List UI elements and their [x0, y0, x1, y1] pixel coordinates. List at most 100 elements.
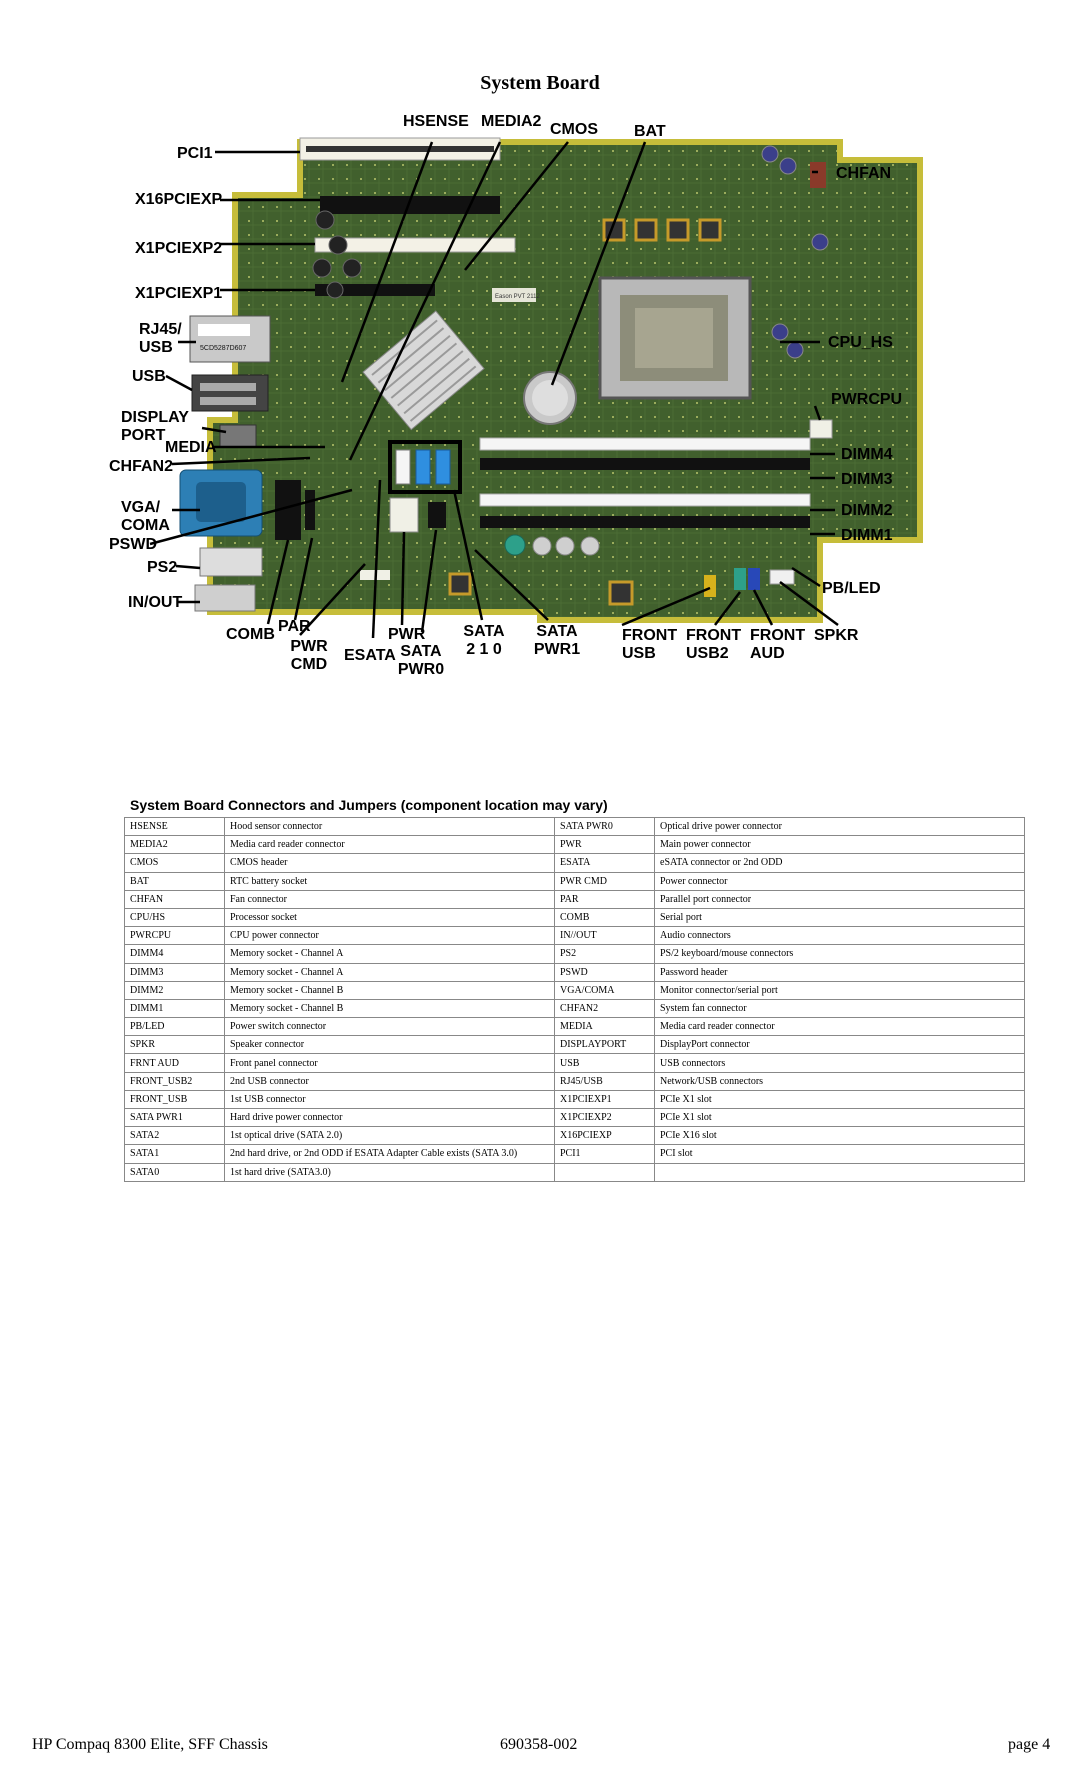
audio-connectors [194, 584, 256, 612]
label-cpu-hs: CPU_HS [828, 334, 893, 351]
connector-description: Power connector [654, 871, 1025, 891]
dimm-slots [479, 437, 811, 528]
ps2-connectors [199, 547, 263, 577]
connector-description: 1st hard drive (SATA3.0) [224, 1162, 555, 1182]
connector-code: X16PCIEXP [554, 1126, 655, 1146]
system-board-photo: 5CD5287D607 Eason P [149, 137, 923, 639]
label-comb: COMB [226, 626, 275, 643]
connector-code: PWR [554, 835, 655, 855]
connector-description: Processor socket [224, 907, 555, 928]
connector-description: Speaker connector [224, 1035, 555, 1055]
connector-code: PWRCPU [124, 926, 225, 946]
x16pciexp-slot [320, 196, 500, 214]
page-title: System Board [480, 72, 600, 94]
connector-code: X1PCIEXP2 [554, 1107, 655, 1128]
table-heading: System Board Connectors and Jumpers (com… [130, 797, 608, 813]
connector-code: PWR CMD [554, 871, 655, 891]
connector-code: SPKR [124, 1035, 225, 1055]
usb-port-block [191, 374, 269, 412]
label-pswd: PSWD [109, 536, 157, 553]
connector-description: RTC battery socket [224, 871, 555, 891]
connector-code: VGA/COMA [554, 980, 655, 1000]
connector-description: PCI slot [654, 1144, 1025, 1164]
footer-doc-number: 690358-002 [500, 1736, 578, 1753]
connector-code: PS2 [554, 944, 655, 964]
connector-code: DIMM1 [124, 998, 225, 1019]
connector-description: Parallel port connector [654, 889, 1025, 909]
connector-description: PCIe X16 slot [654, 1126, 1025, 1146]
front-usb2-header [734, 568, 746, 590]
connector-description: Monitor connector/serial port [654, 980, 1025, 1000]
chipset-heatsink [362, 310, 485, 431]
connector-code: PAR [554, 889, 655, 909]
connector-description: 2nd USB connector [224, 1071, 555, 1091]
label-front-aud-line1: FRONT [750, 627, 806, 644]
rj45-usb-port [189, 315, 271, 363]
chip-marking-text: Eason PVT 2112 [495, 294, 540, 300]
label-media2: MEDIA2 [481, 113, 542, 130]
connector-code: RJ45/USB [554, 1071, 655, 1091]
connector-code: FRNT AUD [124, 1053, 225, 1073]
label-spkr: SPKR [814, 627, 859, 644]
label-pwr: PWR [388, 626, 426, 643]
connector-description: 1st USB connector [224, 1089, 555, 1110]
connector-description: Memory socket - Channel A [224, 944, 555, 964]
label-x1pciexp2: X1PCIEXP2 [135, 240, 223, 257]
label-x1pciexp1: X1PCIEXP1 [135, 285, 223, 302]
label-x16pciexp: X16PCIEXP [135, 191, 223, 208]
connector-description: PS/2 keyboard/mouse connectors [654, 944, 1025, 964]
chfan-connector [810, 162, 826, 188]
label-ps2: PS2 [147, 559, 178, 576]
connector-code: USB [554, 1053, 655, 1073]
connector-description: Fan connector [224, 889, 555, 909]
label-dimm1: DIMM1 [841, 527, 893, 544]
connector-code: MEDIA [554, 1017, 655, 1037]
connector-description: Password header [654, 962, 1025, 982]
connector-code: SATA0 [124, 1162, 225, 1182]
sata1-connector [415, 449, 431, 485]
connector-code: CPU/HS [124, 907, 225, 928]
connector-code: MEDIA2 [124, 835, 225, 855]
system-board-figure: 5CD5287D607 Eason P [109, 113, 960, 780]
connector-description [654, 1162, 1025, 1182]
label-pwr-cmd-line1: PWR [290, 638, 328, 655]
label-rj45-usb-line1: RJ45/ [139, 321, 182, 338]
connector-code: PCI1 [554, 1144, 655, 1164]
front-aud-header [748, 568, 760, 590]
callout-lines [149, 141, 839, 639]
connector-description: Media card reader connector [224, 835, 555, 855]
connector-code: HSENSE [124, 816, 225, 837]
connector-description: Memory socket - Channel B [224, 980, 555, 1000]
board-serial-text: 5CD5287D607 [200, 345, 246, 352]
connector-code: SATA PWR1 [124, 1107, 225, 1128]
connector-code: PB/LED [124, 1017, 225, 1037]
label-sata-210-line1: SATA [463, 623, 505, 640]
connector-code: DIMM2 [124, 980, 225, 1000]
label-sata-pwr0-line1: SATA [400, 643, 442, 660]
connector-description: Memory socket - Channel B [224, 998, 555, 1019]
connector-description: CPU power connector [224, 926, 555, 946]
connector-description: Optical drive power connector [654, 816, 1025, 837]
sata2-connector [395, 449, 411, 485]
footer-page-number: page 4 [1008, 1736, 1051, 1753]
label-in-out: IN/OUT [128, 594, 183, 611]
connector-description: Power switch connector [224, 1017, 555, 1037]
connector-description: PCIe X1 slot [654, 1089, 1025, 1110]
label-display-line1: DISPLAY [121, 409, 189, 426]
label-rj45-usb-line2: USB [139, 339, 173, 356]
label-vga-line1: VGA/ [121, 499, 161, 516]
